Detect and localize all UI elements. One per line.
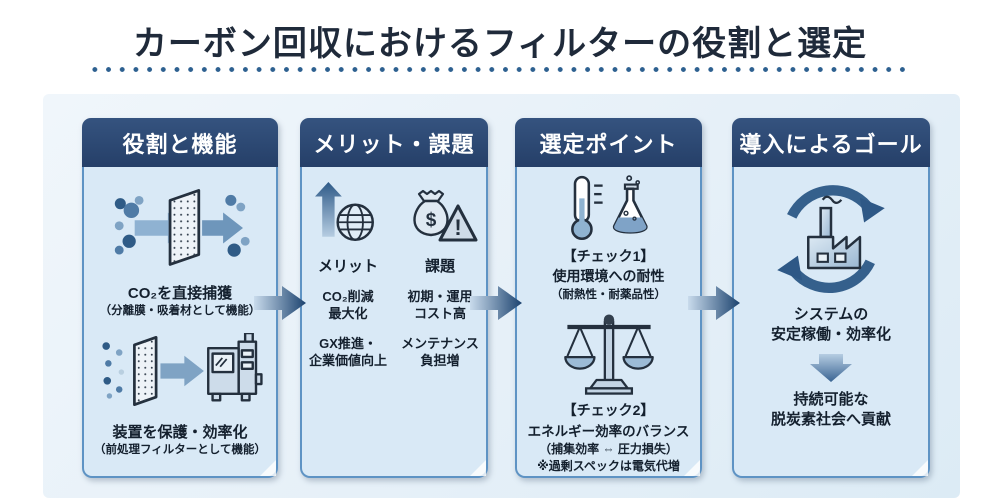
merit-column: メリット CO₂削減 最大化 GX推進・ 企業価値向上	[302, 181, 394, 370]
check2-subtitle: （捕集効率 ⇔ 圧力損失）	[539, 442, 678, 456]
check2-label: 【チェック2】	[562, 402, 655, 418]
factory-recycle-icon	[777, 185, 885, 293]
warning-symbol: !	[454, 215, 461, 240]
down-arrow-icon	[810, 353, 852, 382]
card-merit-body: メリット CO₂削減 最大化 GX推進・ 企業価値向上 $ ! 課題 初期・運用…	[300, 167, 488, 478]
card-selection-header: 選定ポイント	[515, 118, 702, 167]
dotted-divider	[88, 66, 912, 73]
card-fold-corner	[912, 460, 928, 476]
merit-item-2: GX推進・ 企業価値向上	[308, 335, 387, 368]
flow-arrow-2	[470, 286, 522, 320]
issue-column: $ ! 課題 初期・運用 コスト高 メンテナンス 負担増	[394, 181, 486, 370]
protect-subtitle: （前処理フィルターとして機能）	[94, 443, 266, 456]
money-symbol: $	[426, 210, 437, 231]
issue-item-2: メンテナンス 負担増	[401, 335, 479, 368]
card-roles-functions: 役割と機能 CO₂を直接捕獲 （分離膜・吸着材として機能）	[82, 118, 278, 478]
check1-subtitle: （耐熱性・耐薬品性）	[551, 289, 666, 301]
goal-stable-operation: システムの 安定稼働・効率化	[770, 306, 891, 344]
check1-label: 【チェック1】	[562, 248, 655, 264]
card-goals-header: 導入によるゴール	[732, 118, 930, 167]
issue-item-1: 初期・運用 コスト高	[407, 289, 473, 321]
capture-title: CO₂を直接捕獲	[127, 284, 233, 302]
card-roles-body: CO₂を直接捕獲 （分離膜・吸着材として機能）	[82, 167, 278, 478]
page-title: カーボン回収におけるフィルターの役割と選定	[132, 25, 868, 63]
thermometer-flask-icon	[570, 175, 647, 241]
growth-globe-icon	[315, 182, 374, 242]
card-fold-corner	[684, 460, 700, 476]
prefilter-machine-icon	[102, 332, 263, 406]
co2-membrane-capture-icon	[114, 188, 250, 266]
card-goals: 導入によるゴール システムの 安定稼働・効率化 持続可能な 脱炭素社会へ貢献	[732, 118, 930, 478]
merit-label: メリット	[317, 258, 378, 275]
card-merit-header: メリット・課題	[300, 118, 488, 167]
flow-arrow-3	[688, 286, 740, 320]
card-goals-body: システムの 安定稼働・効率化 持続可能な 脱炭素社会へ貢献	[732, 167, 930, 478]
card-roles-header: 役割と機能	[82, 118, 278, 167]
card-selection-body: 【チェック1】 使用環境への耐性 （耐熱性・耐薬品性） 【チェック2】 エネルギ…	[515, 167, 702, 478]
check2-note: ※過剰スペックは電気代増	[537, 459, 680, 473]
capture-subtitle: （分離膜・吸着材として機能）	[99, 304, 261, 317]
protect-title: 装置を保護・効率化	[112, 423, 248, 441]
card-fold-corner	[470, 460, 486, 476]
goal-decarbonized-society: 持続可能な 脱炭素社会へ貢献	[770, 390, 891, 428]
card-merit-issue: メリット・課題 メリット CO₂削減 最大化 GX推進・ 企業価値向上	[300, 118, 488, 478]
balance-scale-icon	[563, 314, 654, 395]
issue-label: 課題	[424, 258, 455, 275]
check1-title: 使用環境への耐性	[552, 268, 665, 284]
moneybag-warning-icon: $ !	[413, 189, 478, 242]
card-fold-corner	[260, 460, 276, 476]
card-selection-points: 選定ポイント 【チェック1】 使用環境への耐性 （耐熱性・耐薬品性）	[515, 118, 702, 478]
check2-title: エネルギー効率のバランス	[527, 424, 690, 439]
flow-arrow-1	[254, 286, 306, 320]
merit-item-1: CO₂削減 最大化	[322, 289, 374, 321]
